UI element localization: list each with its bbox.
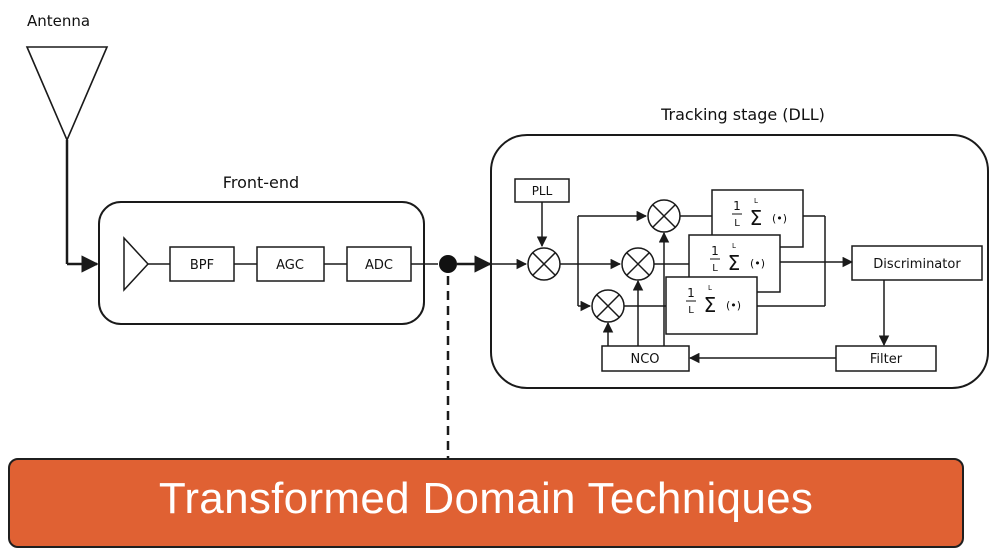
early-mixer-icon [647, 199, 681, 233]
bpf-label: BPF [190, 258, 214, 273]
svg-text:(•): (•) [772, 212, 787, 225]
tracking-stage-container [490, 134, 989, 389]
svg-text:1: 1 [687, 286, 695, 300]
gnss-receiver-diagram: Antenna Front-end Tracking stage (DLL) B… [25, 12, 989, 458]
svg-text:L: L [754, 197, 758, 205]
front-end-label: Front-end [223, 173, 299, 192]
svg-text:L: L [708, 284, 712, 292]
antenna-label: Antenna [27, 12, 90, 30]
nco-block [601, 345, 690, 372]
filter-label: Filter [870, 352, 903, 367]
adc-label: ADC [365, 258, 393, 273]
transformed-domain-banner: Transformed Domain Techniques [8, 458, 964, 548]
svg-text:L: L [732, 242, 736, 250]
late-mixer-icon [591, 289, 625, 323]
banner-title: Transformed Domain Techniques [158, 474, 814, 523]
integrator-late [665, 276, 758, 335]
front-end-container [98, 201, 425, 325]
nco-label: NCO [630, 352, 659, 367]
signal-tap-point [439, 255, 457, 273]
svg-text:L: L [734, 218, 740, 229]
pll-label: PLL [532, 184, 553, 198]
svg-text:L: L [712, 263, 718, 274]
integrator-formula-early: 1 L L Σ (•) [732, 197, 787, 230]
svg-text:1: 1 [711, 244, 719, 258]
integrator-formula-late: 1 L L Σ (•) [686, 284, 741, 317]
discriminator-label: Discriminator [873, 257, 961, 272]
integrator-formula-prompt: 1 L L Σ (•) [710, 242, 765, 275]
svg-text:1: 1 [733, 199, 741, 213]
lna-amplifier-icon [123, 236, 150, 292]
tracking-stage-label: Tracking stage (DLL) [660, 105, 825, 124]
svg-text:(•): (•) [726, 299, 741, 312]
svg-text:Σ: Σ [728, 251, 741, 275]
prompt-mixer-icon [621, 247, 655, 281]
svg-text:(•): (•) [750, 257, 765, 270]
discriminator-block [851, 245, 983, 281]
svg-text:Σ: Σ [704, 293, 717, 317]
svg-text:L: L [688, 305, 694, 316]
carrier-mixer-icon [527, 247, 561, 281]
antenna-symbol [25, 46, 109, 273]
agc-label: AGC [276, 258, 304, 273]
svg-text:Σ: Σ [750, 206, 763, 230]
